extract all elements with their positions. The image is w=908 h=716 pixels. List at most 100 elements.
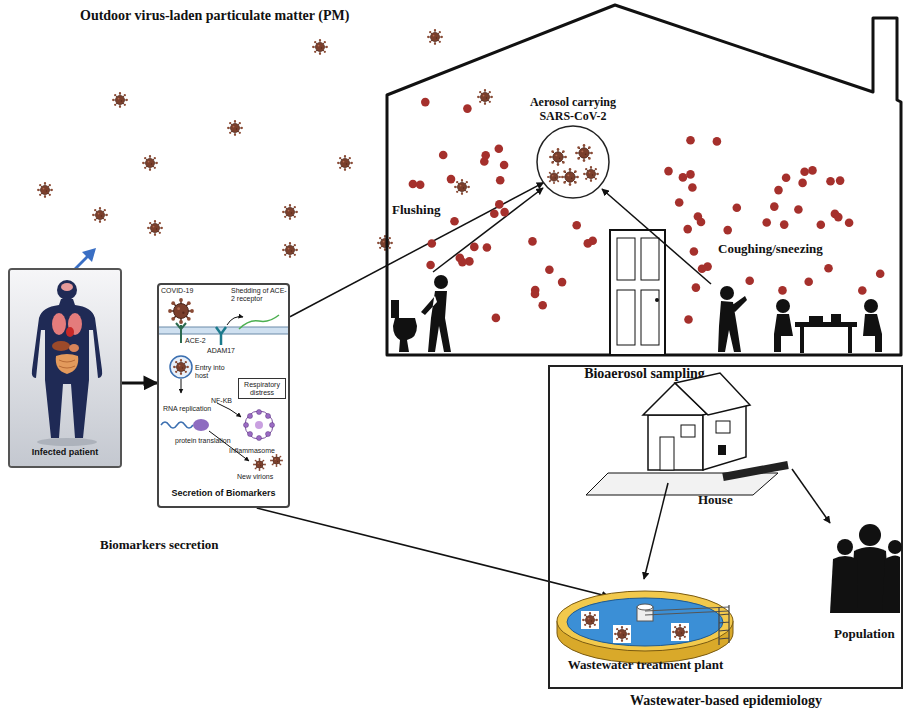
patient-figure xyxy=(10,270,122,468)
drawing-line xyxy=(209,431,249,461)
droplet xyxy=(450,217,459,226)
drawing-path xyxy=(216,327,226,345)
droplet xyxy=(780,220,789,229)
droplet xyxy=(834,213,843,222)
drawing-circle xyxy=(837,539,853,555)
node-text: Wastewater treatment plant xyxy=(553,658,738,673)
drawing-path xyxy=(161,422,193,428)
drawing-path xyxy=(239,315,279,329)
droplet xyxy=(500,161,509,170)
part-label: protein translation xyxy=(175,437,245,445)
drawing-circle xyxy=(257,410,262,415)
drawing-ellipse xyxy=(66,327,74,337)
drawing-rect xyxy=(795,322,857,327)
node-text: Respiratory distress xyxy=(240,381,284,396)
droplet xyxy=(421,98,430,107)
drawing-ellipse xyxy=(37,438,97,446)
droplet xyxy=(664,167,673,176)
droplet xyxy=(876,270,885,279)
drawing-line xyxy=(159,334,288,335)
droplet xyxy=(683,225,692,234)
drawing-rect xyxy=(641,238,659,280)
drawing-path xyxy=(56,354,79,374)
node-text: Wastewater-based epidemiology xyxy=(548,693,904,709)
part-label: ACE-2 xyxy=(185,337,215,345)
house-panel: Bioaerosol sampling Aerosol carrying SARS… xyxy=(385,0,904,392)
drawing-use xyxy=(575,144,593,162)
drawing-circle xyxy=(776,299,790,313)
drawing-ellipse xyxy=(52,341,70,351)
drawing-circle xyxy=(257,436,262,441)
droplet xyxy=(679,173,688,182)
drawing-circle xyxy=(720,286,734,300)
drawing-circle xyxy=(244,423,249,428)
droplet xyxy=(500,208,509,217)
source-label: Flushing xyxy=(392,203,440,218)
droplet xyxy=(584,239,593,248)
virus-particle xyxy=(227,120,243,136)
virus-particle xyxy=(37,182,53,198)
drawing-rect xyxy=(581,611,599,629)
droplet xyxy=(770,202,779,211)
drawing-use xyxy=(672,624,688,640)
drawing-circle xyxy=(266,414,271,419)
drawing-path xyxy=(32,299,102,438)
drawing-rect xyxy=(10,270,120,466)
treatment-plant: Wastewater treatment plant xyxy=(553,585,738,680)
virus-particle xyxy=(92,207,108,223)
drawing-circle xyxy=(57,280,77,300)
aerosol-circle: Aerosol carrying SARS-CoV-2 xyxy=(513,96,633,200)
drawing-rect xyxy=(613,625,631,643)
virus-particle xyxy=(282,242,298,258)
droplet xyxy=(794,205,803,214)
droplet xyxy=(428,239,437,248)
drawing-rect xyxy=(809,316,823,322)
drawing-use xyxy=(614,626,630,642)
droplet xyxy=(481,151,490,160)
node-text: Bioaerosol sampling xyxy=(385,366,904,382)
drawing-rect xyxy=(831,314,841,322)
drawing-path xyxy=(882,555,900,613)
drawing-path xyxy=(719,605,729,645)
part-label: New virions xyxy=(237,473,287,481)
drawing-circle xyxy=(888,540,902,554)
drawing-use xyxy=(173,359,189,375)
drawing-circle xyxy=(255,421,263,429)
icon-label: House xyxy=(698,493,733,508)
drawing-rect xyxy=(617,238,635,280)
droplet xyxy=(490,210,499,219)
droplet xyxy=(686,136,695,145)
drawing-path xyxy=(718,296,747,352)
part-label: Shedding of ACE-2 receptor xyxy=(231,287,289,302)
drawing-rect xyxy=(716,421,730,433)
part-label: Inflammasome xyxy=(229,447,287,455)
drawing-rect xyxy=(617,290,635,345)
drawing-line xyxy=(602,189,711,284)
droplet xyxy=(496,176,505,185)
droplet xyxy=(808,166,817,175)
droplet xyxy=(416,181,425,190)
droplet xyxy=(782,173,791,182)
droplet xyxy=(745,277,754,286)
node-text: Aerosol carrying SARS-CoV-2 xyxy=(517,96,629,124)
droplet xyxy=(858,286,867,295)
virus-particle xyxy=(337,155,353,171)
drawing-path xyxy=(586,473,778,495)
drawing-g xyxy=(409,98,885,324)
droplet xyxy=(698,264,707,273)
drawing-ellipse xyxy=(193,419,209,431)
drawing-circle xyxy=(859,524,881,546)
droplet xyxy=(409,180,418,189)
droplet xyxy=(492,314,501,323)
droplet xyxy=(713,137,722,146)
drawing-circle xyxy=(266,432,271,437)
patient-box: Infected patient xyxy=(8,268,122,468)
droplet xyxy=(778,286,787,295)
droplet xyxy=(495,200,504,209)
droplet xyxy=(558,278,567,287)
drawing-path xyxy=(227,317,243,325)
droplet xyxy=(684,315,693,324)
drawing-rect xyxy=(800,327,804,353)
